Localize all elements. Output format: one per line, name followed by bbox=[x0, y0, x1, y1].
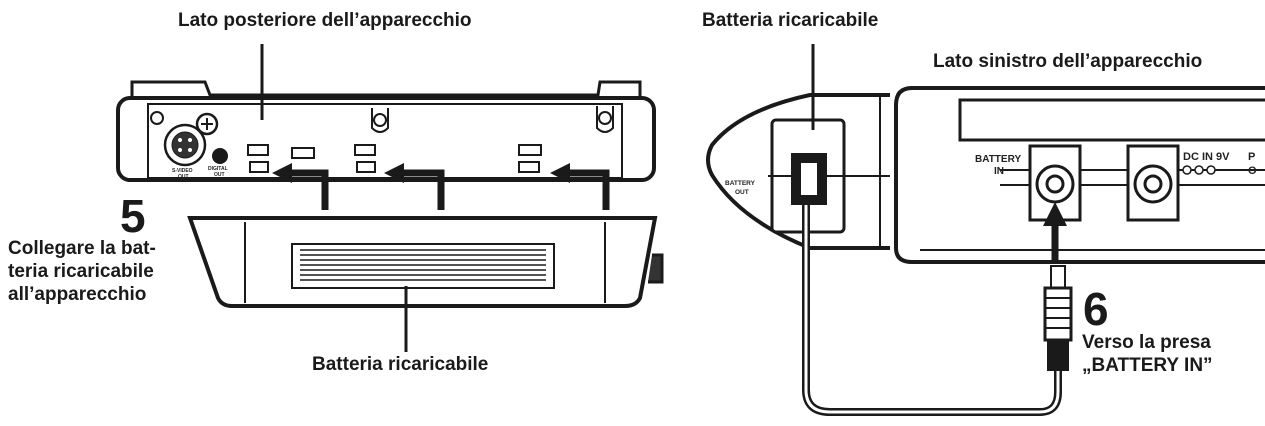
battery-out-label-2: OUT bbox=[735, 189, 749, 196]
step-5-line-3: all’apparecchio bbox=[8, 284, 147, 305]
digital-label: DIGITAL bbox=[208, 166, 228, 172]
step-6-line-1: Verso la presa bbox=[1082, 332, 1211, 353]
power-label-1: P bbox=[1248, 151, 1255, 163]
s-video-port bbox=[163, 123, 207, 167]
arrow-heads bbox=[272, 163, 570, 183]
device-rear-view bbox=[116, 80, 656, 182]
insertion-arrows bbox=[290, 169, 610, 210]
s-video-out-label: OUT bbox=[178, 174, 189, 180]
battery-out-label-1: BATTERY bbox=[725, 180, 756, 187]
battery-in-label-2: IN bbox=[994, 166, 1004, 177]
cable bbox=[802, 205, 1062, 416]
s-video-label: S-VIDEO bbox=[172, 168, 193, 174]
battery-out-socket bbox=[791, 153, 827, 205]
digital-out-label: OUT bbox=[214, 172, 225, 178]
rear-view-title: Lato posteriore dell’apparecchio bbox=[178, 10, 472, 31]
battery-grille bbox=[300, 249, 546, 281]
step-5-line-1: Collegare la bat- bbox=[8, 238, 156, 259]
step-6-number: 6 bbox=[1083, 283, 1109, 335]
side-view-title: Lato sinistro dell’apparecchio bbox=[933, 51, 1203, 72]
digital-out-port bbox=[212, 148, 228, 164]
dc-in-socket bbox=[1126, 144, 1180, 222]
battery-label-right: Batteria ricaricabile bbox=[702, 10, 879, 31]
battery-in-label-1: BATTERY bbox=[975, 154, 1021, 165]
step-6-line-2: „BATTERY IN” bbox=[1082, 355, 1213, 376]
power-label-2: O bbox=[1248, 165, 1257, 177]
step-6-description: Verso la presa „BATTERY IN” bbox=[1082, 331, 1213, 377]
plug-arrow bbox=[1043, 202, 1067, 260]
screw-icon bbox=[195, 112, 219, 136]
polarity-icon bbox=[1182, 165, 1216, 175]
battery-slots bbox=[247, 144, 542, 173]
step-5-description: Collegare la bat- teria ricaricabile all… bbox=[8, 237, 156, 306]
leader-lines-left bbox=[260, 44, 408, 352]
dc-in-label: DC IN 9V bbox=[1183, 151, 1230, 163]
step-5-number: 5 bbox=[120, 190, 146, 242]
battery-pack bbox=[187, 216, 664, 308]
battery-label-left: Batteria ricaricabile bbox=[312, 354, 489, 375]
plug-connector bbox=[1043, 265, 1073, 371]
step-5-line-2: teria ricaricabile bbox=[8, 261, 154, 282]
